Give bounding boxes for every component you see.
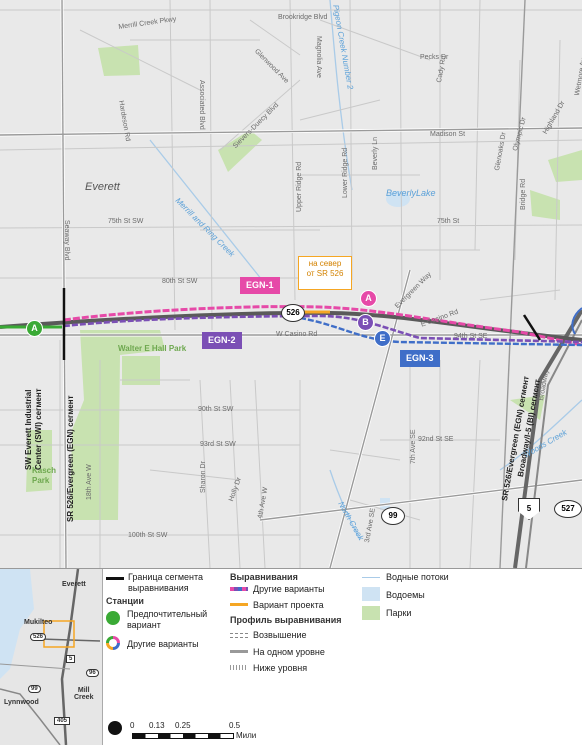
inset-shield-96: 96 [86,669,99,677]
inset-shield-5: 5 [66,655,76,663]
road-label-sharon: Sharon Dr [200,461,207,493]
tag-egn-2[interactable]: EGN-2 [202,332,242,349]
segment-label-swi: SW Everett Industrial Center (SWI) сегме… [24,388,43,470]
legend-boundary: Граница сегмента выравнивания [128,572,204,594]
scale-tick-1: 0.13 [149,721,165,730]
project-variant-swatch [230,603,248,606]
inset-label-mukilteo: Mukilteo [24,619,53,626]
other-alignment-swatch [230,587,248,591]
water-label-beverly: BeverlyLake [386,188,436,198]
inset-map: Everett Mukilteo Lynnwood Mill Creek 526… [0,569,103,745]
scale-tick-3: 0.5 [229,721,241,730]
road-label-lower-ridge: Lower Ridge Rd [342,147,349,198]
parks-swatch [362,606,380,620]
legend-alignments-heading: Выравнивания [230,572,298,582]
scale-tick-2: 0.25 [175,721,191,730]
waterways-swatch [362,577,380,578]
map-base [0,0,582,568]
shield-sr99: 99 [381,507,405,525]
legend-at-grade: На одном уровне [253,647,325,657]
road-label-93rd: 93rd St SW [200,441,236,448]
station-a-right[interactable]: A [360,290,377,307]
legend-preferred: Предпочтительный вариант [127,609,208,631]
legend-waterbodies: Водоемы [386,590,425,600]
road-label-94th: 94th St SE [454,333,488,340]
station-b[interactable]: B [357,314,374,331]
tag-egn-1[interactable]: EGN-1 [240,277,280,294]
road-label-bridge: Bridge Rd [520,178,527,210]
road-label-magnolia: Magnolia Ave [315,36,322,78]
elevated-swatch [230,633,248,638]
road-label-92nd: 92nd St SE [418,436,454,443]
road-label-7th-se: 7th Ave SE [410,429,417,464]
park-label-walter-hall: Walter E Hall Park [118,344,187,353]
road-label-90th: 90th St SW [198,406,234,413]
legend-parks: Парки [386,608,412,618]
inset-shield-99: 99 [28,685,41,693]
scale-tick-0: 0 [130,721,135,730]
road-label-pecks: Pecks Dr [420,54,449,61]
road-label-casino: W Casino Rd [276,331,318,338]
road-label-18th-w: 18th Ave W [86,464,93,500]
inset-label-lynnwood: Lynnwood [4,699,39,706]
scale-unit: Мили [236,731,257,740]
city-label-everett: Everett [85,181,120,193]
road-label-brookridge: Brookridge Blvd [278,14,328,21]
legend-below-grade: Ниже уровня [253,663,308,673]
map-canvas[interactable]: Merrill Creek Pkwy Hardeson Rd Associate… [0,0,582,568]
at-grade-swatch [230,650,248,653]
north-arrow-icon [108,721,122,735]
legend-other-alignments: Другие варианты [253,584,325,594]
park-label-kasch: Kasch Park [32,466,57,485]
legend-stations-heading: Станции [106,596,144,606]
inset-label-mill-creek: Mill Creek [74,687,94,701]
boundary-swatch [106,577,124,580]
legend-waterways: Водные потоки [386,572,449,582]
road-label-100th: 100th St SW [128,532,168,539]
inset-label-everett: Everett [62,581,86,588]
road-label-80th: 80th St SW [162,278,198,285]
station-e[interactable]: E [374,330,391,347]
road-label-associated: Associated Blvd [198,80,205,130]
station-a-left[interactable]: A [26,320,43,337]
legend-profile-heading: Профиль выравнивания [230,615,342,625]
tag-egn-3[interactable]: EGN-3 [400,350,440,367]
legend-panel: Everett Mukilteo Lynnwood Mill Creek 526… [0,568,582,745]
shield-sr527: 527 [554,500,582,518]
road-label-seaway: Seaway Blvd [63,220,70,261]
inset-shield-526: 526 [30,633,47,641]
preferred-station-icon [106,611,120,625]
road-label-75th: 75th St SW [108,218,144,225]
road-label-75th-e: 75th St [437,218,460,225]
inset-shield-405: 405 [54,717,71,725]
road-label-madison: Madison St [430,131,466,138]
road-label-upper-ridge: Upper Ridge Rd [296,161,303,212]
scale-bar [132,733,234,739]
segment-label-egn-left: SR 526/Evergreen (EGN) сегмент [66,395,75,523]
legend-project-variant: Вариант проекта [253,600,324,610]
other-station-icon [106,636,120,650]
shield-i5: 5 [518,498,540,520]
shield-sr526: 526 [281,304,305,322]
legend-other-stations: Другие варианты [127,639,199,649]
waterbodies-swatch [362,587,380,601]
road-label-beverly-ln: Beverly Ln [372,136,379,170]
below-grade-swatch [230,665,248,670]
note-north-of-526: на север от SR 526 [298,256,352,290]
inset-map-base [0,569,101,745]
legend-elevated: Возвышение [253,630,307,640]
